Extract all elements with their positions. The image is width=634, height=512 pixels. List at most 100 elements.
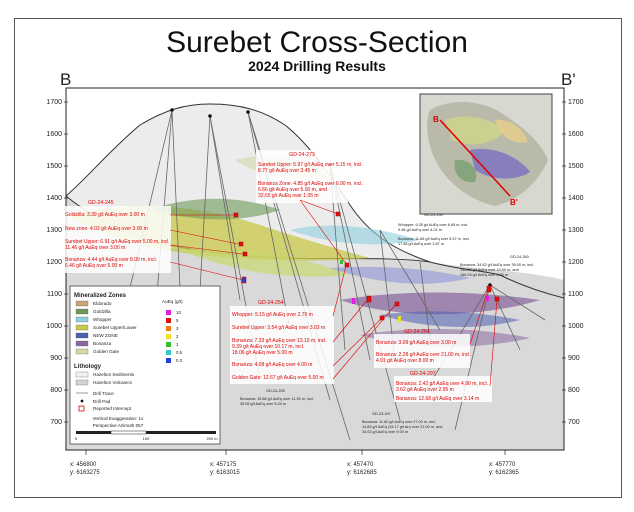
- callout-line: 4.01 g/t AuEq over 8.00 m: [376, 358, 434, 364]
- callout-line: Bonanza: 2.42 g/t AuEq over 4.90 m, incl…: [396, 381, 488, 387]
- elevation-axis-right: 1700 1600 1500 1400 1300 1200 1100 1000 …: [568, 99, 584, 426]
- zone-new-zone: [330, 266, 470, 284]
- grade-swatch-1: [166, 342, 171, 347]
- grade-label-0.5: 0.5: [176, 350, 183, 355]
- legend-swatch-volcanics: [75, 379, 89, 386]
- callout-line: 9.48 g/t AuEq over 4.01 m: [398, 228, 442, 232]
- coord-y-4: y: 6162365: [489, 470, 519, 476]
- grade-label-0.3: 0.3: [176, 358, 183, 363]
- inset-location-map: B B': [419, 93, 553, 215]
- elev-left-1300: 1300: [46, 227, 62, 234]
- legend-lith-sediments: Hazelton Sediments: [93, 372, 135, 377]
- legend-drill-pad: Drill Pad: [93, 399, 111, 404]
- legend-lith-volcanics: Hazelton Volcanics: [93, 380, 133, 385]
- callout-line: 132.60 g/t AuEq over 10.00 m, and: [460, 268, 519, 272]
- legend-swatch-sediments: [75, 371, 89, 378]
- zone-surebet-lower: [180, 248, 350, 277]
- elev-right-1100: 1100: [568, 291, 583, 298]
- coord-y-1: y: 6163275: [70, 470, 100, 476]
- elevation-axis-left: 1700 1600 1500 1400 1300 1200 1100 1000 …: [46, 99, 62, 426]
- elev-right-1500: 1500: [568, 163, 584, 170]
- callout-line: Golden Gate: 12.67 g/t AuEq over 5.00 m: [232, 375, 324, 381]
- scale-label-100: 100: [143, 436, 150, 441]
- grade-swatch-3: [166, 326, 171, 331]
- coord-x-4: x: 457770: [489, 462, 516, 468]
- legend-zone-goldzilla: Goldzilla: [93, 309, 111, 314]
- callout-line: Whopper: 6.35 g/t AuEq over 6.69 m, incl…: [398, 223, 468, 227]
- legend-swatch-new-zone: [75, 332, 89, 339]
- callout-hole-id: GD-24-260: [510, 255, 529, 259]
- elev-right-1200: 1200: [568, 259, 584, 266]
- grade-label-1: 1: [176, 342, 179, 347]
- zone-bonanza-deep: [380, 311, 520, 327]
- elev-right-1000: 1000: [568, 323, 584, 330]
- section-end-label: B': [561, 70, 576, 89]
- elev-left-1200: 1200: [46, 259, 62, 266]
- topography-line-right: [429, 261, 564, 299]
- elev-left-1600: 1600: [46, 131, 62, 138]
- callout-line: Surebet Upper: 5.97 g/t AuEq over 5.15 m…: [258, 162, 363, 168]
- drill-traces: [119, 109, 546, 441]
- grade-swatch-0.3: [166, 358, 171, 363]
- coord-y-2: y: 6163015: [210, 470, 240, 476]
- legend-zone-surebet: Surebet Upper/Lower: [93, 325, 137, 330]
- callout-hole-id: GD-24-297: [410, 371, 436, 377]
- callout-line: 18.06 g/t AuEq over 5.00 m: [232, 350, 293, 356]
- figure-title: Surebet Cross-Section: [166, 26, 468, 59]
- coord-x-3: x: 457470: [347, 462, 374, 468]
- callout-hole-id: GD-24-273: [289, 152, 315, 158]
- callout-hole-id: GD-24-264: [404, 329, 430, 335]
- inset-b-label: B: [433, 115, 439, 124]
- callout-line: 8.77 g/t AuEq over 3.45 m: [258, 168, 316, 174]
- grade-swatch-2: [166, 334, 171, 339]
- legend-zone-eldorado: Eldorado: [93, 301, 112, 306]
- callout-hole-id: GD-24-254: [258, 300, 284, 306]
- legend-swatch-surebet: [75, 324, 89, 331]
- callout-line: 6.66 g/t AuEq over 5.00 m, and: [258, 187, 327, 193]
- elev-right-1400: 1400: [568, 195, 584, 202]
- elev-left-1100: 1100: [47, 291, 62, 298]
- legend-drill-trace: Drill Trace: [93, 391, 114, 396]
- coordinate-tick-marks: [85, 450, 506, 455]
- grade-label-2: 2: [176, 334, 179, 339]
- grade-label-5: 5: [176, 318, 179, 323]
- legend-swatch-golden-gate: [75, 348, 89, 355]
- legend-grade-title: AuEq (g/t): [162, 299, 183, 304]
- elev-right-1700: 1700: [568, 99, 584, 106]
- callout-line: Bonanza: 11.60 g/t AuEq over 27.00 m, in…: [362, 420, 436, 424]
- legend-drill-pad-symbol: [80, 399, 84, 403]
- coord-y-3: y: 6162685: [347, 470, 377, 476]
- callout-gd-24-297: GD-24-297 Bonanza: 2.42 g/t AuEq over 4.…: [394, 371, 492, 402]
- callout-line: 11.46 g/t AuEq over 3.00 m: [65, 245, 125, 251]
- callout-gd-24-260: GD-24-260 Bonanza: 34.52 g/t AuEq over 3…: [460, 255, 534, 277]
- callout-line: Bonanza: 4.44 g/t AuEq over 8.00 m, incl…: [65, 257, 157, 263]
- callout-line: 14.83 g/t AuEq (34.17 g/t Au) over 21.00…: [362, 425, 442, 429]
- legend-zone-golden-gate: Golden Gate: [93, 349, 119, 354]
- callout-line: Surebet Upper: 6.91 g/t AuEq over 5.00 m…: [65, 239, 170, 245]
- callout-line: 3.62 g/t AuEq over 2.95 m: [396, 387, 454, 393]
- callout-hole-id: GD-24-235: [266, 389, 285, 393]
- elev-left-700: 700: [50, 419, 62, 426]
- legend-zone-whopper: Whopper: [93, 317, 112, 322]
- callout-line: Bonanza: 7.33 g/t AuEq over 13.10 m, inc…: [232, 338, 327, 344]
- callout-line: Surebet Upper: 3.54 g/t AuEq over 3.03 m: [232, 325, 325, 331]
- callout-line: 166.04 g/t AuEq over 8.00 m: [460, 273, 508, 277]
- callout-line: Bonanza: 15.88 g/t AuEq over 11.90 m, in…: [240, 397, 314, 401]
- grade-label-10: 10: [176, 310, 181, 315]
- callout-line: 35.06 g/t AuEq over 5.24 m: [240, 402, 286, 406]
- elev-left-1400: 1400: [46, 195, 62, 202]
- callout-gd-23-197: GD-23-197 Bonanza: 11.60 g/t AuEq over 2…: [362, 412, 442, 434]
- callout-gd-24-235: GD-24-235 Bonanza: 15.88 g/t AuEq over 1…: [240, 389, 314, 406]
- callout-line: 6.46 g/t AuEq over 5.00 m: [65, 263, 123, 269]
- legend-exaggeration: Vertical Exaggeration: 1x: [93, 416, 145, 421]
- legend-intercept-symbol: [78, 405, 85, 412]
- legend-mineralized-title: Mineralized Zones: [74, 293, 127, 299]
- callout-gd-24-264: GD-24-264 Bonanza: 3.09 g/t AuEq over 3.…: [374, 329, 471, 368]
- callout-line: Goldzilla: 3.39 g/t AuEq over 3.00 m: [65, 212, 145, 218]
- section-start-label: B: [60, 70, 72, 89]
- coord-x-1: x: 456800: [70, 462, 97, 468]
- elev-left-900: 900: [50, 355, 62, 362]
- legend-lithology-title: Lithology: [74, 364, 102, 370]
- legend-panel: Mineralized Zones Eldorado Goldzilla Who…: [69, 285, 221, 445]
- callout-line: 9.39 g/t AuEq over 10.17 m, incl.: [232, 344, 304, 350]
